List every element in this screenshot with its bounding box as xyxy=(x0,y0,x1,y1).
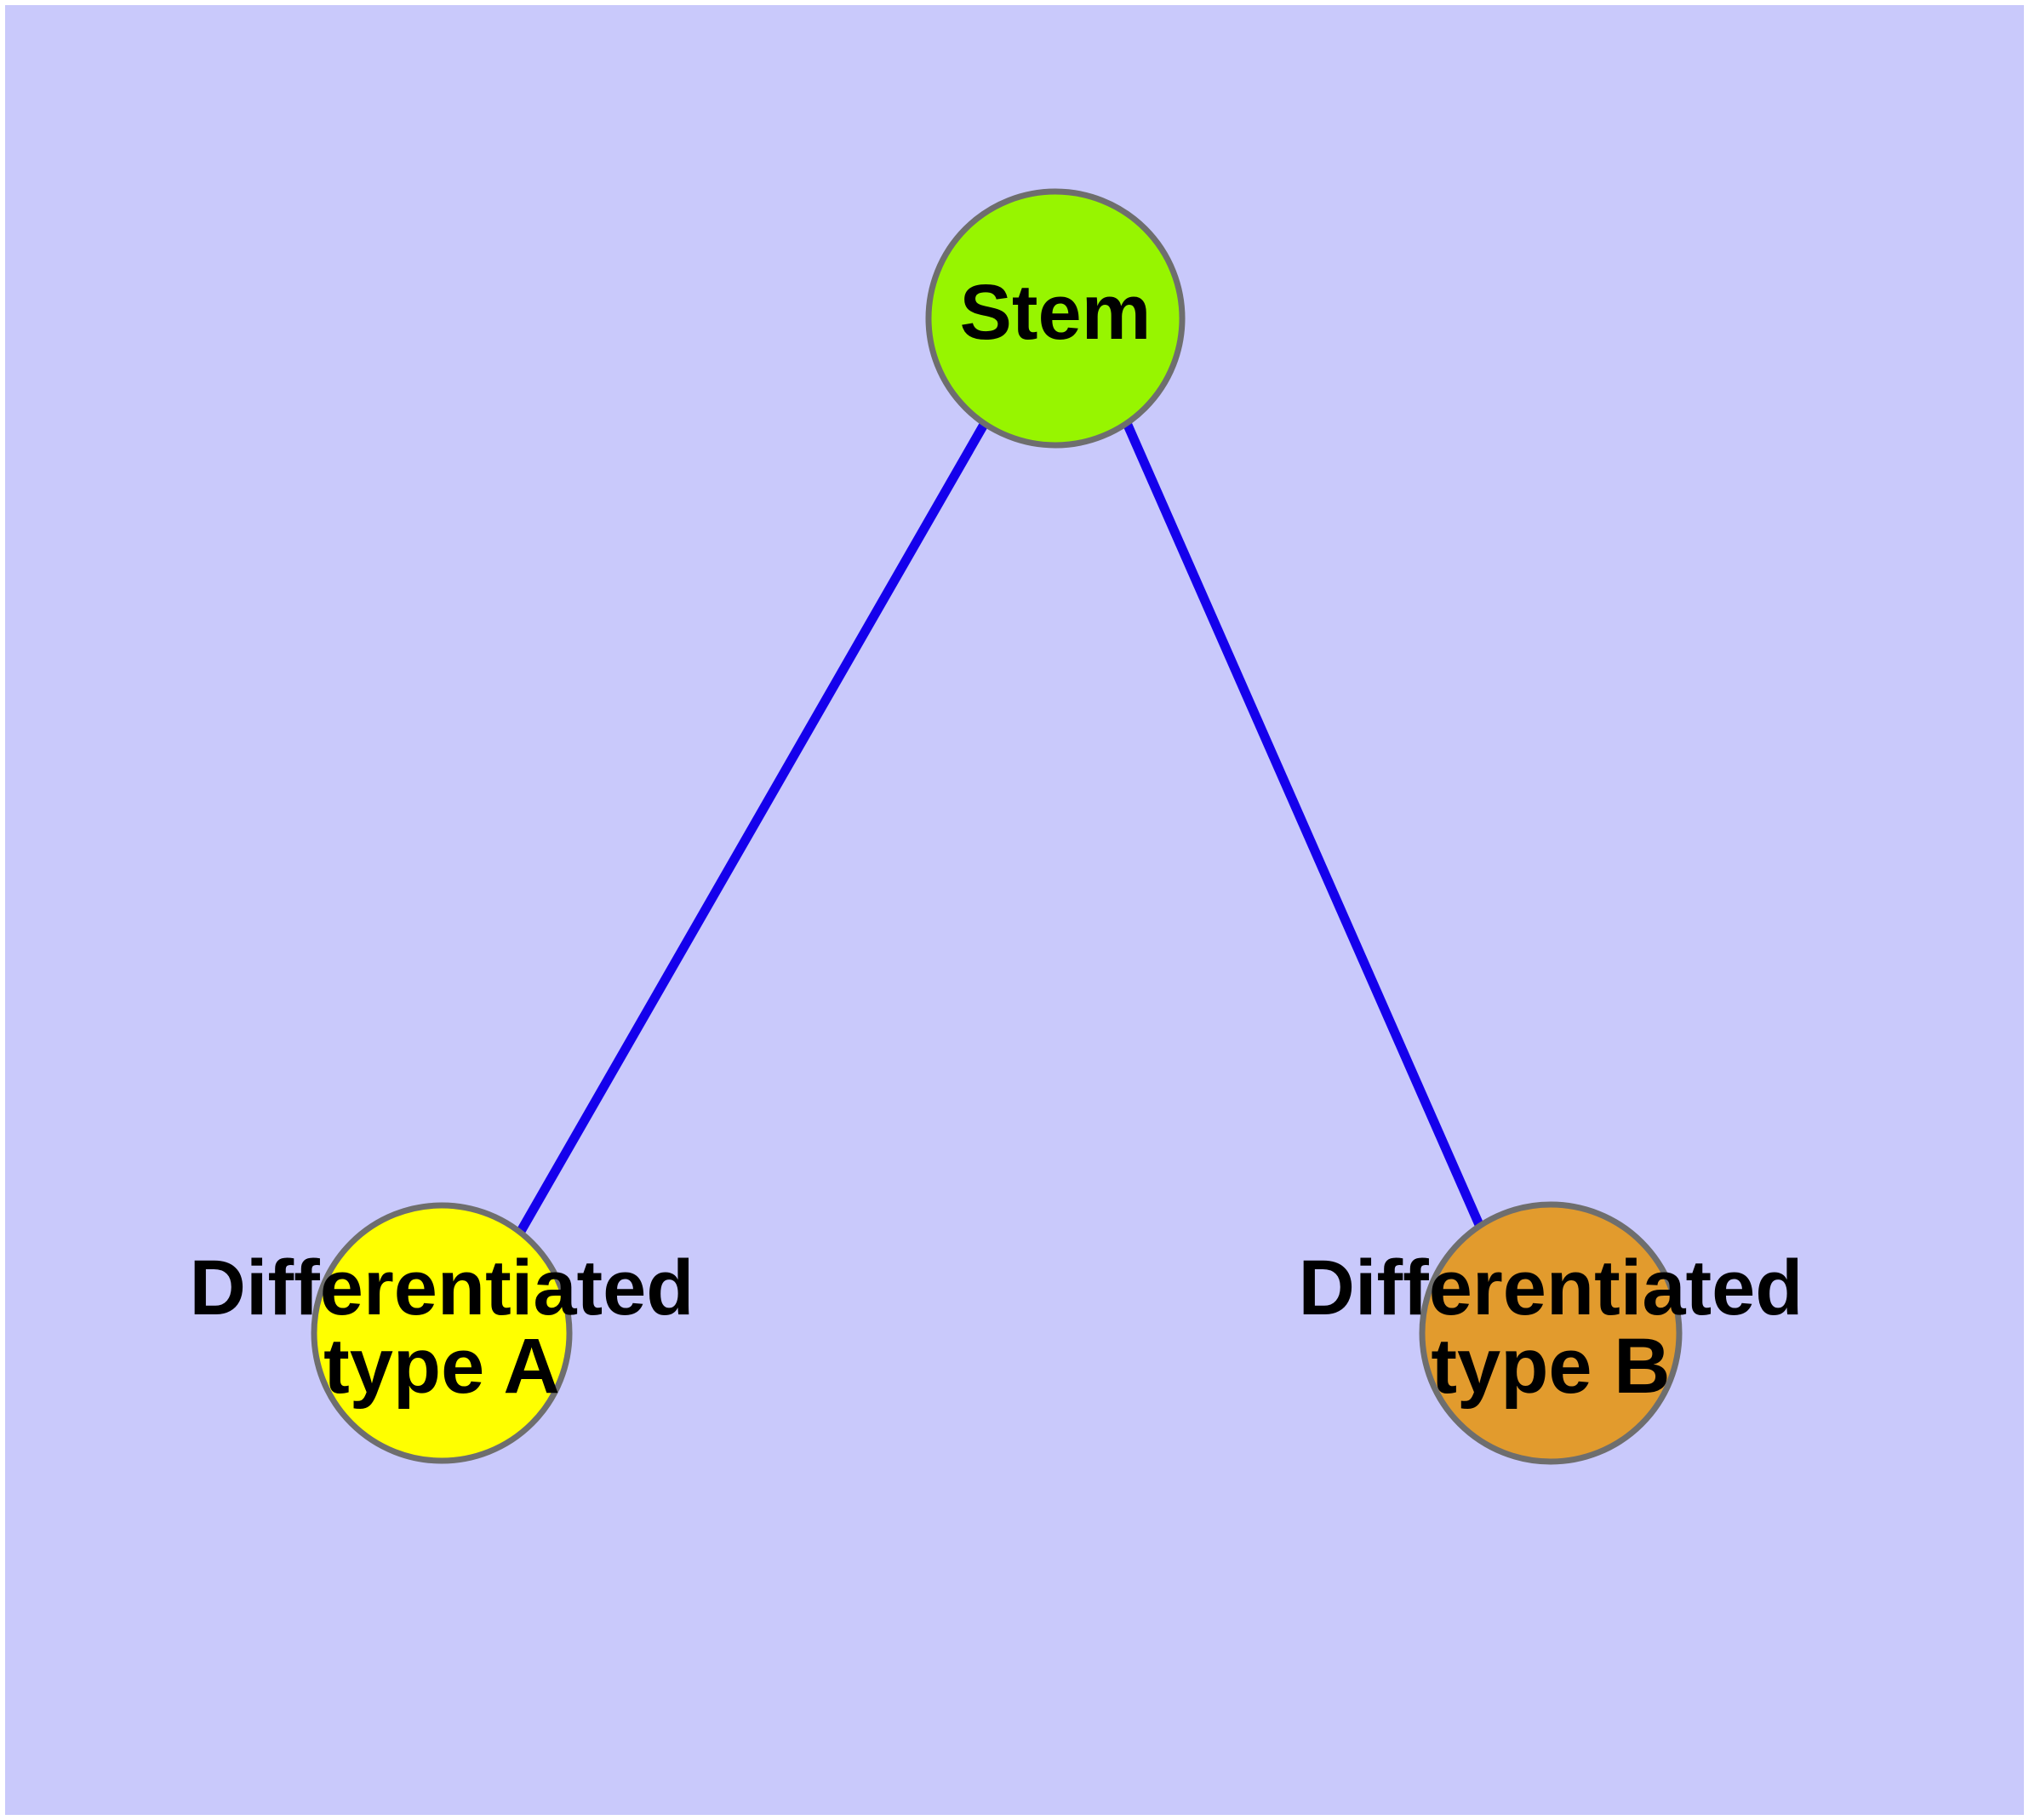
edge-stem-to-differentiated-type-a[interactable] xyxy=(516,421,989,1235)
node-label-line: type B xyxy=(1431,1323,1670,1410)
node-label-line: Stem xyxy=(960,269,1152,356)
node-label-line: Differentiated xyxy=(190,1245,694,1331)
nodes-group xyxy=(311,188,1683,1465)
node-stem[interactable] xyxy=(925,188,1186,449)
node-label-line: Differentiated xyxy=(1299,1245,1803,1331)
node-differentiated-type-a[interactable] xyxy=(311,1202,573,1464)
edge-stem-to-differentiated-type-b[interactable] xyxy=(1122,421,1485,1229)
node-label-line: type A xyxy=(323,1323,560,1410)
node-differentiated-type-b[interactable] xyxy=(1419,1201,1683,1465)
edges-group xyxy=(516,421,1485,1235)
node-label-stem: Stem xyxy=(960,269,1152,356)
